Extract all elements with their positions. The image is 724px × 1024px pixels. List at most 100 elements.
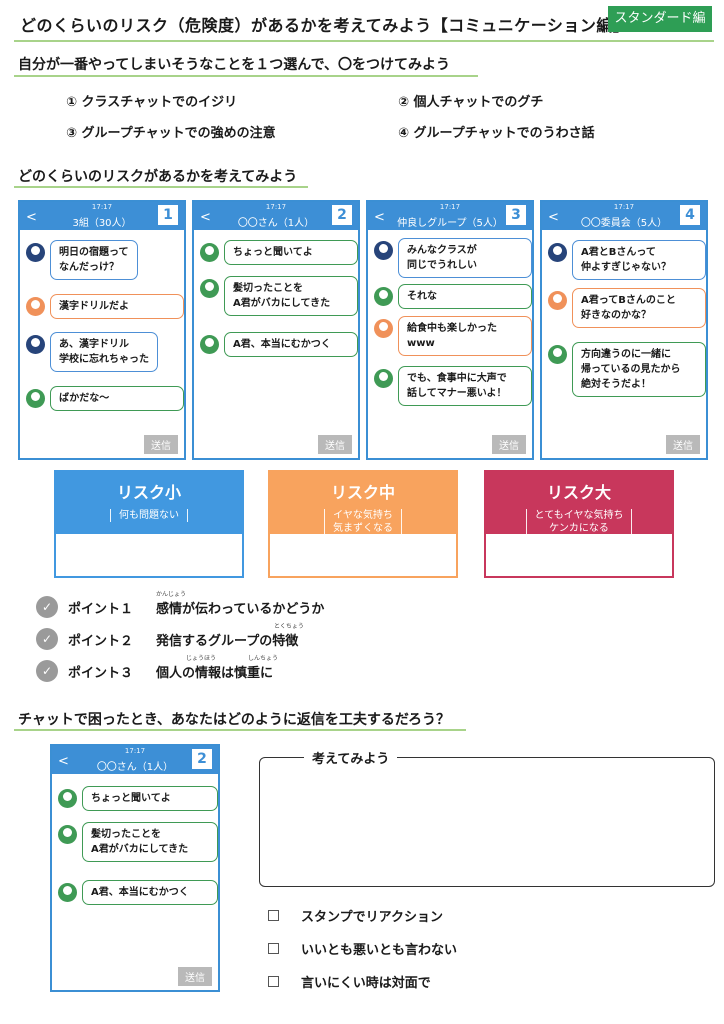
chat-panel-4: 17:17 < 〇〇委員会（5人） 4 A君とBさんって 仲よすぎじゃない？ A… <box>540 200 708 460</box>
risk-small-title: リスク小 <box>116 483 181 502</box>
message-bubble: でも、食事中に大声で 話してマナー悪いよ！ <box>398 366 532 406</box>
message-row: 給食中も楽しかった www <box>374 316 532 356</box>
point-label: ポイント３ <box>68 665 134 681</box>
avatar-icon <box>58 825 77 844</box>
ruby-text: じょうほう <box>186 655 217 662</box>
chat-header: 17:17 < 〇〇委員会（5人） 4 <box>542 202 706 230</box>
think-label: 考えてみよう <box>304 748 398 767</box>
message-row: A君、本当にむかつく <box>58 880 218 905</box>
panel-number: 3 <box>506 205 526 225</box>
chat-time: 17:17 <box>613 203 635 211</box>
check-seal-icon: ✓ <box>36 660 58 682</box>
option-4[interactable]: ④ グループチャットでのうわさ話 <box>398 126 595 141</box>
point-text: 個人の情報は慎重に <box>156 665 274 681</box>
message-row: みんなクラスが 同じでうれしい <box>374 238 532 278</box>
send-button[interactable]: 送信 <box>318 435 352 454</box>
risk-small-box: リスク小 何も問題ない <box>54 470 244 578</box>
back-arrow-icon[interactable]: < <box>374 210 385 225</box>
chat-panel-3: 17:17 < 仲良しグループ（5人） 3 みんなクラスが 同じでうれしい それ… <box>366 200 534 460</box>
avatar-icon <box>26 243 45 262</box>
risk-large-title: リスク大 <box>546 483 611 502</box>
risk-large-header: リスク大 とてもイヤな気持ち ケンカになる <box>486 472 672 535</box>
checkbox-item-2[interactable]: いいとも悪いとも言わない <box>268 939 457 958</box>
checkbox-icon[interactable] <box>268 910 279 921</box>
chat-time: 17:17 <box>265 203 287 211</box>
back-arrow-icon[interactable]: < <box>548 210 559 225</box>
send-button[interactable]: 送信 <box>666 435 700 454</box>
checkbox-label: 言いにくい時は対面で <box>301 976 431 991</box>
back-arrow-icon[interactable]: < <box>26 210 37 225</box>
chat-panel-2: 17:17 < 〇〇さん（1人） 2 ちょっと聞いてよ 髪切ったことを A君がバ… <box>192 200 360 460</box>
message-row: 髪切ったことを A君がバカにしてきた <box>58 822 218 862</box>
message-row: ちょっと聞いてよ <box>200 240 358 265</box>
option-2[interactable]: ② 個人チャットでのグチ <box>398 95 544 110</box>
message-row: 方向違うのに一緒に 帰っているの見たから 絶対そうだよ！ <box>548 342 706 397</box>
back-arrow-icon[interactable]: < <box>58 754 69 769</box>
message-bubble: 方向違うのに一緒に 帰っているの見たから 絶対そうだよ！ <box>572 342 706 397</box>
chat-header: 17:17 < 〇〇さん（1人） 2 <box>52 746 218 774</box>
point-1: ✓ ポイント１ 感情が伝わっているかどうか <box>36 596 324 618</box>
checkbox-icon[interactable] <box>268 943 279 954</box>
check-seal-icon: ✓ <box>36 596 58 618</box>
message-bubble: A君、本当にむかつく <box>82 880 218 905</box>
think-answer-box[interactable] <box>259 757 715 887</box>
message-row: A君ってBさんのこと 好きなのかな？ <box>548 288 706 328</box>
point-text: 感情が伝わっているかどうか <box>156 601 325 617</box>
message-row: 髪切ったことを A君がバカにしてきた <box>200 276 358 316</box>
avatar-icon <box>374 369 393 388</box>
message-bubble: 髪切ったことを A君がバカにしてきた <box>82 822 218 862</box>
avatar-icon <box>200 279 219 298</box>
message-row: 明日の宿題って なんだっけ？ <box>26 240 138 280</box>
avatar-icon <box>26 335 45 354</box>
option-1[interactable]: ① クラスチャットでのイジリ <box>66 95 238 110</box>
avatar-icon <box>58 789 77 808</box>
message-row: A君、本当にむかつく <box>200 332 358 357</box>
send-button[interactable]: 送信 <box>492 435 526 454</box>
chat-panel-bottom: 17:17 < 〇〇さん（1人） 2 ちょっと聞いてよ 髪切ったことを A君がバ… <box>50 744 220 992</box>
check-seal-icon: ✓ <box>36 628 58 650</box>
point-2: ✓ ポイント２ 発信するグループの特徴 <box>36 628 298 650</box>
chat-time: 17:17 <box>439 203 461 211</box>
avatar-icon <box>374 319 393 338</box>
message-bubble: ちょっと聞いてよ <box>224 240 358 265</box>
point-label: ポイント２ <box>68 633 134 649</box>
chat-room-name: 〇〇さん（1人） <box>96 762 174 773</box>
risk-small-header: リスク小 何も問題ない <box>56 472 242 534</box>
chat-room-name: 〇〇委員会（5人） <box>580 218 668 229</box>
send-button[interactable]: 送信 <box>144 435 178 454</box>
message-row: でも、食事中に大声で 話してマナー悪いよ！ <box>374 366 532 406</box>
checkbox-label: スタンプでリアクション <box>301 910 443 925</box>
chat-room-name: 仲良しグループ（5人） <box>397 218 503 229</box>
avatar-icon <box>548 291 567 310</box>
section2-heading: どのくらいのリスクがあるかを考えてみよう <box>18 169 298 185</box>
ruby-text: とくちょう <box>274 623 304 630</box>
panel-number: 4 <box>680 205 700 225</box>
message-bubble: A君、本当にむかつく <box>224 332 358 357</box>
checkbox-icon[interactable] <box>268 976 279 987</box>
message-row: あ、漢字ドリル 学校に忘れちゃった <box>26 332 158 372</box>
section3-underline <box>14 729 466 731</box>
message-bubble: 漢字ドリルだよ <box>50 294 184 319</box>
chat-room-name: 〇〇さん（1人） <box>237 218 315 229</box>
avatar-icon <box>200 335 219 354</box>
avatar-icon <box>374 241 393 260</box>
send-button[interactable]: 送信 <box>178 967 212 986</box>
chat-panel-1: 17:17 < 3組（30人） 1 明日の宿題って なんだっけ？ 漢字ドリルだよ… <box>18 200 186 460</box>
checkbox-item-3[interactable]: 言いにくい時は対面で <box>268 972 431 991</box>
avatar-icon <box>374 287 393 306</box>
message-row: ちょっと聞いてよ <box>58 786 218 811</box>
chat-header: 17:17 < 仲良しグループ（5人） 3 <box>368 202 532 230</box>
message-bubble: あ、漢字ドリル 学校に忘れちゃった <box>50 332 158 372</box>
option-3[interactable]: ③ グループチャットでの強めの注意 <box>66 126 276 141</box>
checkbox-item-1[interactable]: スタンプでリアクション <box>268 906 443 925</box>
back-arrow-icon[interactable]: < <box>200 210 211 225</box>
chat-time: 17:17 <box>124 747 146 755</box>
message-bubble: ちょっと聞いてよ <box>82 786 218 811</box>
message-row: A君とBさんって 仲よすぎじゃない？ <box>548 240 706 280</box>
section1-heading: 自分が一番やってしまいそうなことを１つ選んで、〇をつけてみよう <box>18 57 451 73</box>
ruby-text: しんちょう <box>248 655 279 662</box>
message-bubble: 髪切ったことを A君がバカにしてきた <box>224 276 358 316</box>
ruby-text: かんじょう <box>156 591 187 598</box>
avatar-icon <box>26 297 45 316</box>
section1-underline <box>14 75 478 77</box>
